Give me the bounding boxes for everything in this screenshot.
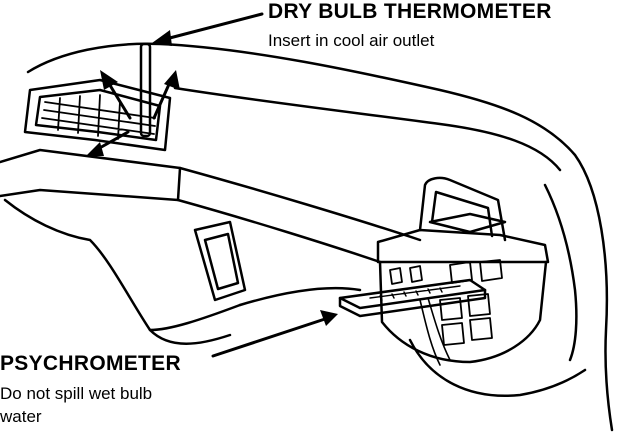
dash-lower-panel [0, 148, 182, 202]
console-pocket [193, 220, 247, 302]
psychrometer-tray [338, 278, 487, 310]
left-console [3, 198, 242, 332]
leader-psychrometer [211, 316, 330, 358]
center-housing-base [408, 338, 587, 397]
psychrometer-instruction-line1: Do not spill wet bulb [0, 384, 153, 403]
outlet-grille-top [428, 212, 507, 234]
dash-ledge-lower [176, 198, 382, 264]
airflow-arrowhead-left [100, 70, 118, 90]
leader-arrowhead-dry-bulb [152, 30, 172, 46]
psychrometer-tray-side [338, 288, 487, 318]
airflow-arrowhead-right [164, 70, 180, 90]
leader-arrowhead-psychrometer [320, 310, 338, 326]
airflow-arrowhead-down [86, 142, 104, 156]
vent-housing-inner [34, 88, 162, 142]
dry-bulb-instruction: Insert in cool air outlet [268, 31, 435, 50]
left-console-lower [148, 328, 232, 345]
outlet-box [418, 176, 507, 242]
outlet-box-inner [430, 190, 494, 238]
airflow-arrow-left [106, 80, 132, 120]
housing-knobs [389, 259, 503, 285]
vent-housing [23, 78, 172, 152]
dash-ledge [178, 166, 422, 242]
dash-inner-curve [543, 183, 578, 362]
dash-top-outline [26, 42, 614, 432]
psychrometer-cords [419, 297, 451, 366]
center-housing-body [378, 260, 548, 364]
dash-rim [173, 86, 562, 172]
psychrometer-scale [369, 285, 461, 301]
airflow-arrow-right [152, 80, 172, 120]
lower-grille [439, 293, 493, 346]
console-pocket-inner [203, 232, 240, 291]
vent-louvers [41, 94, 156, 140]
dry-bulb-thermometer-label: DRY BULB THERMOMETER [268, 0, 552, 23]
leader-dry-bulb [160, 12, 264, 42]
psychrometer-label: PSYCHROMETER [0, 352, 181, 375]
psychrometer-instruction-line2: water [0, 407, 42, 426]
dry-bulb-thermometer [139, 42, 152, 138]
center-housing [376, 228, 550, 264]
floor-line [238, 286, 362, 307]
